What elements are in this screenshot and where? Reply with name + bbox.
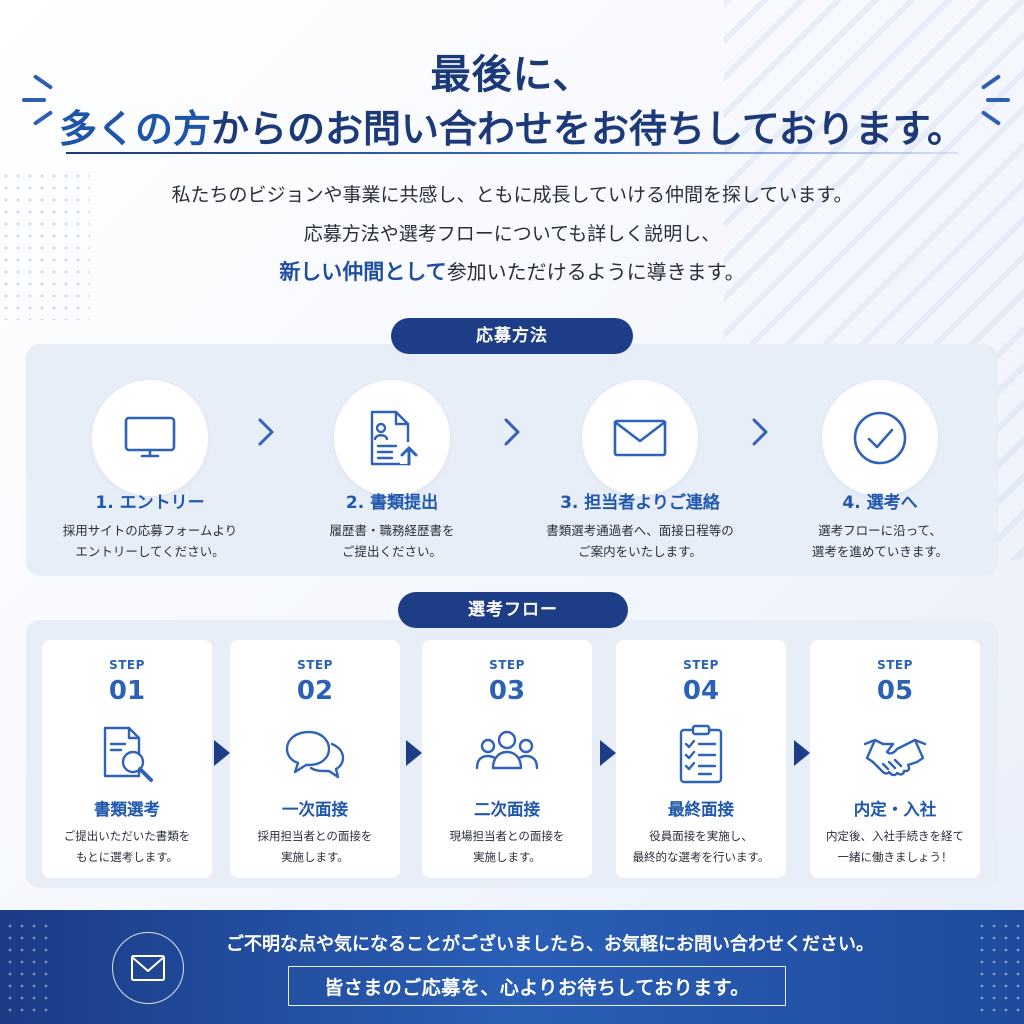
apply-step-selection: 4. 選考へ 選考フローに沿って、選考を進めていきます。 [760,344,1000,576]
triangle-right-icon [600,740,616,766]
footer-contact-text: ご不明な点や気になることがございましたら、お気軽にお問い合わせください。 [226,934,874,955]
triangle-right-icon [406,740,422,766]
flow-step-card: STEP 02 一次面接 採用担当者との面接を実施します。 [230,640,400,878]
apply-step-documents: 2. 書類提出 履歴書・職務経歴書をご提出ください。 [272,344,512,576]
apply-step-desc-line: 選考フローに沿って、 [818,523,942,538]
flow-step-title: 二次面接 [474,800,540,819]
document-search-icon [103,726,153,782]
flow-step-desc-line: 内定後、入社手続きを経て [826,829,964,843]
title-rest: からのお問い合わせをお待ちしております。 [211,107,965,151]
flow-step-label: STEP [109,658,145,672]
flow-step-number: 04 [682,676,720,706]
flow-step-desc: 役員面接を実施し、最終的な選考を行います。 [616,826,786,868]
apply-section-label: 応募方法 [391,318,633,354]
flow-step-number: 02 [296,676,334,706]
flow-step-card: STEP 04 最終面接 役員面接を実施し、最終的な選考を行います。 [616,640,786,878]
flow-step-label: STEP [877,658,913,672]
apply-step-desc-line: 履歴書・職務経歴書を [329,523,455,538]
flow-step-desc-line: 実施します。 [281,850,349,864]
apply-step-desc: 書類選考通過者へ、面接日程等のご案内をいたします。 [520,520,760,562]
flow-step-card: STEP 01 書類選考 ご提出いただいた書類をもとに選考します。 [42,640,212,878]
apply-panel: 1. エントリー 採用サイトの応募フォームよりエントリーしてください。 2. 書… [26,344,998,576]
intro-line3: 新しい仲間として参加いただけるように導きます。 [0,256,1024,286]
mail-icon [131,955,165,981]
chevron-right-icon [504,418,520,446]
flow-step-number: 03 [488,676,526,706]
apply-step-desc-line: 書類選考通過者へ、面接日程等の [546,523,734,538]
handshake-icon [863,738,927,777]
apply-step-title: 4. 選考へ [842,493,918,513]
flow-step-title: 書類選考 [94,800,160,819]
flow-step-desc-line: 一緒に働きましょう！ [837,850,953,864]
flow-step-card: STEP 03 二次面接 現場担当者との面接を実施します。 [422,640,592,878]
check-circle-icon [853,411,907,465]
apply-step-entry: 1. エントリー 採用サイトの応募フォームよりエントリーしてください。 [30,344,270,576]
apply-step-desc-line: ご提出ください。 [341,544,442,559]
footer-dots-right [976,920,1024,1016]
flow-step-desc-line: もとに選考します。 [75,850,179,864]
envelope-icon [613,419,667,457]
apply-step-title: 3. 担当者よりご連絡 [560,493,720,513]
intro-line3-rest: 参加いただけるように導きます。 [446,260,745,284]
title-underline [66,152,958,154]
monitor-icon [124,416,176,458]
apply-step-desc: 履歴書・職務経歴書をご提出ください。 [272,520,512,562]
flow-step-number: 01 [108,676,146,706]
group-icon [475,730,539,770]
footer-mail-badge [112,932,184,1004]
flow-step-label: STEP [683,658,719,672]
footer-message-box: 皆さまのご応募を、心よりお待ちしております。 [288,966,786,1006]
sparkle-left-icon [18,70,74,130]
flow-step-desc-line: ご提出いただいた書類を [63,829,191,843]
flow-step-label: STEP [297,658,333,672]
flow-step-desc: 内定後、入社手続きを経て一緒に働きましょう！ [810,826,980,868]
apply-step-desc-line: ご案内をいたします。 [578,544,702,559]
flow-step-desc-line: 実施します。 [473,850,541,864]
page-title-line2: 多くの方からのお問い合わせをお待ちしております。 [0,98,1024,153]
apply-step-title: 1. エントリー [95,493,205,513]
flow-step-desc: ご提出いただいた書類をもとに選考します。 [42,826,212,868]
apply-step-desc-line: 選考を進めていきます。 [811,544,949,559]
intro-highlight: 新しい仲間として [279,260,447,284]
document-upload-icon [370,410,418,466]
flow-step-desc: 採用担当者との面接を実施します。 [230,826,400,868]
footer-dots-left [4,920,52,1016]
footer-banner: ご不明な点や気になることがございましたら、お気軽にお問い合わせください。 皆さま… [0,910,1024,1024]
apply-step-contact: 3. 担当者よりご連絡 書類選考通過者へ、面接日程等のご案内をいたします。 [520,344,760,576]
apply-step-desc: 採用サイトの応募フォームよりエントリーしてください。 [30,520,270,562]
apply-step-title: 2. 書類提出 [345,493,439,513]
clipboard-checklist-icon [679,724,723,784]
page-title-line1: 最後に、 [430,52,594,98]
apply-step-desc-line: エントリーしてください。 [75,544,225,559]
intro-line2: 応募方法や選考フローについても詳しく説明し、 [303,223,721,245]
intro-line1: 私たちのビジョンや事業に共感し、ともに成長していける仲間を探しています。 [171,184,853,206]
chevron-right-icon [752,418,768,446]
flow-panel: STEP 01 書類選考 ご提出いただいた書類をもとに選考します。 STEP 0… [26,620,998,888]
flow-step-desc-line: 役員面接を実施し、 [649,829,753,843]
triangle-right-icon [794,740,810,766]
apply-step-desc: 選考フローに沿って、選考を進めていきます。 [760,520,1000,562]
chevron-right-icon [258,418,274,446]
flow-step-desc-line: 採用担当者との面接を [257,829,373,843]
flow-step-title: 一次面接 [282,800,348,819]
flow-step-title: 最終面接 [668,800,734,819]
flow-step-desc-line: 最終的な選考を行います。 [632,850,770,864]
flow-step-label: STEP [489,658,525,672]
flow-step-desc-line: 現場担当者との面接を [449,829,565,843]
flow-step-title: 内定・入社 [853,800,937,819]
flow-section-label: 選考フロー [398,592,628,628]
apply-step-desc-line: 採用サイトの応募フォームより [62,523,238,538]
title-accent: 多くの方 [59,107,212,151]
flow-step-card: STEP 05 内定・入社 内定後、入社手続きを経て一緒に働きましょう！ [810,640,980,878]
chat-bubbles-icon [285,730,345,779]
triangle-right-icon [214,740,230,766]
flow-step-desc: 現場担当者との面接を実施します。 [422,826,592,868]
flow-step-number: 05 [876,676,914,706]
footer-closing-text: 皆さまのご応募を、心よりお待ちしております。 [324,977,750,999]
sparkle-right-icon [966,70,1022,130]
